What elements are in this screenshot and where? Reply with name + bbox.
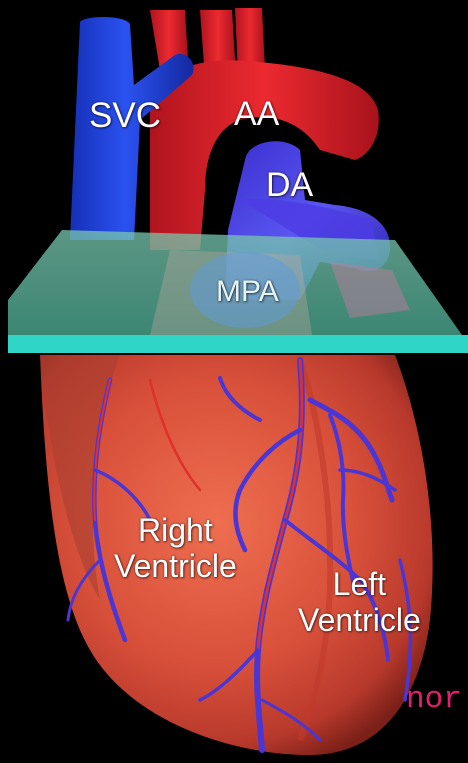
label-da: DA xyxy=(266,168,313,202)
label-aa: AA xyxy=(234,97,279,131)
label-mpa: MPA xyxy=(216,277,279,307)
label-left-ventricle: Left Ventricle xyxy=(298,567,421,639)
label-right-ventricle: Right Ventricle xyxy=(114,513,237,585)
label-right-ventricle-line1: Right xyxy=(114,513,237,549)
label-right-ventricle-line2: Ventricle xyxy=(114,549,237,585)
label-left-ventricle-line2: Ventricle xyxy=(298,603,421,639)
label-left-ventricle-line1: Left xyxy=(298,567,421,603)
overflow-text: nor xyxy=(406,684,462,715)
label-svc: SVC xyxy=(89,98,161,133)
plane-edge xyxy=(8,335,468,353)
